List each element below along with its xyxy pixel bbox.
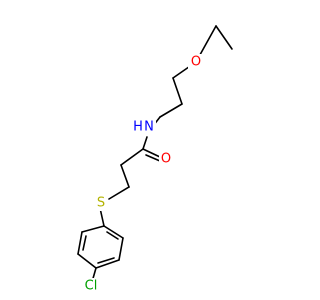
bond-c4-c5: [159, 103, 183, 118]
bond-layer: [77, 25, 233, 283]
atom-chlorine: Cl: [85, 279, 98, 294]
ring-bond-3: [95, 259, 120, 269]
ring-double-3: [82, 235, 87, 251]
bond-c3-c4: [172, 77, 183, 105]
ring-double-1: [106, 231, 119, 240]
bond-c6-o-double-a: [142, 148, 161, 158]
bond-c8-s: [108, 186, 130, 200]
atom-layer: O N H O S Cl: [81, 54, 203, 294]
atom-ether-oxygen: O: [191, 55, 201, 70]
atom-amide-nitrogen: N: [144, 120, 154, 135]
structure-diagram: O N H O S Cl: [77, 25, 233, 294]
bond-c6-o-double-b: [145, 154, 161, 162]
ring-bond-2: [118, 237, 124, 261]
bond-c6-c7: [120, 148, 144, 166]
atom-carbonyl-oxygen: O: [161, 152, 171, 167]
atom-amide-hydrogen: H: [133, 120, 143, 135]
ring-bond-4: [77, 253, 97, 269]
bond-c1-c2: [215, 25, 233, 50]
ring-double-2: [97, 257, 115, 264]
ring-bond-1: [103, 225, 124, 239]
ring-bond-5: [77, 231, 83, 255]
ring-bond-6: [81, 225, 105, 233]
atom-sulfur: S: [97, 196, 105, 211]
bond-n-c6: [142, 136, 148, 150]
bond-c7-c8: [120, 164, 130, 188]
